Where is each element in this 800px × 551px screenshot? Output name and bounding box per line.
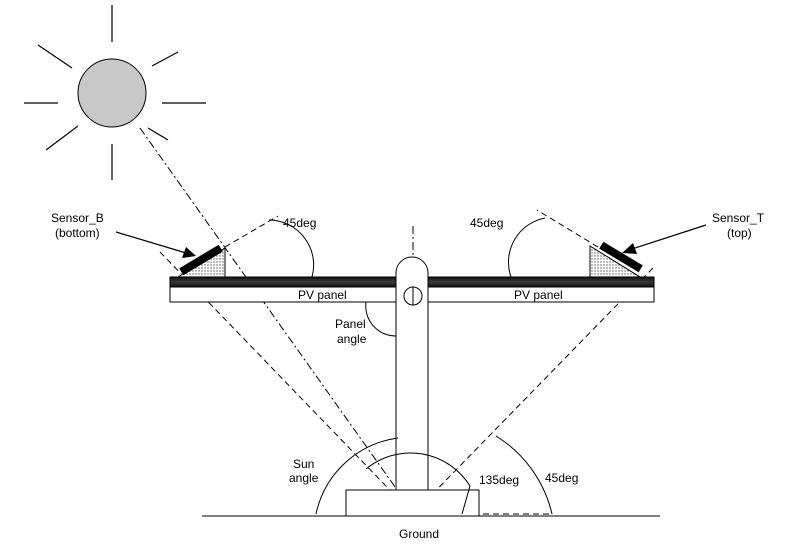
angle-arcs	[268, 217, 553, 515]
sun-angle-label-1: Sun	[293, 457, 314, 471]
pv-panel-right	[427, 276, 655, 303]
angle-right-label: 45deg	[470, 216, 503, 230]
base-block	[345, 489, 480, 517]
panel-angle-label-1: Panel	[335, 317, 366, 331]
angle-ground-label: 45deg	[545, 471, 578, 485]
pv-panel-left-label: PV panel	[298, 288, 347, 302]
sensor-b-housing	[176, 244, 226, 278]
sensor-b-position: (bottom)	[55, 226, 100, 240]
ground-label: Ground	[399, 527, 439, 541]
sensor-t-label: Sensor_T	[712, 211, 765, 225]
sun-angle-label-2: angle	[289, 471, 319, 485]
sun-icon	[24, 5, 206, 180]
sensor-t-position: (top)	[727, 226, 752, 240]
sensor-b-label: Sensor_B	[51, 211, 104, 225]
sun-ray-line	[139, 127, 416, 516]
panel-angle-label-2: angle	[337, 332, 367, 346]
sensor-b-arrow	[115, 231, 196, 258]
support-post	[395, 256, 429, 491]
angle-135-label: 135deg	[479, 473, 519, 487]
sensor-t-arrow	[622, 224, 707, 254]
angle-left-label: 45deg	[283, 216, 316, 230]
pv-panel-left	[169, 276, 397, 303]
sensor-t-housing	[589, 241, 643, 278]
pv-panel-right-label: PV panel	[514, 288, 563, 302]
